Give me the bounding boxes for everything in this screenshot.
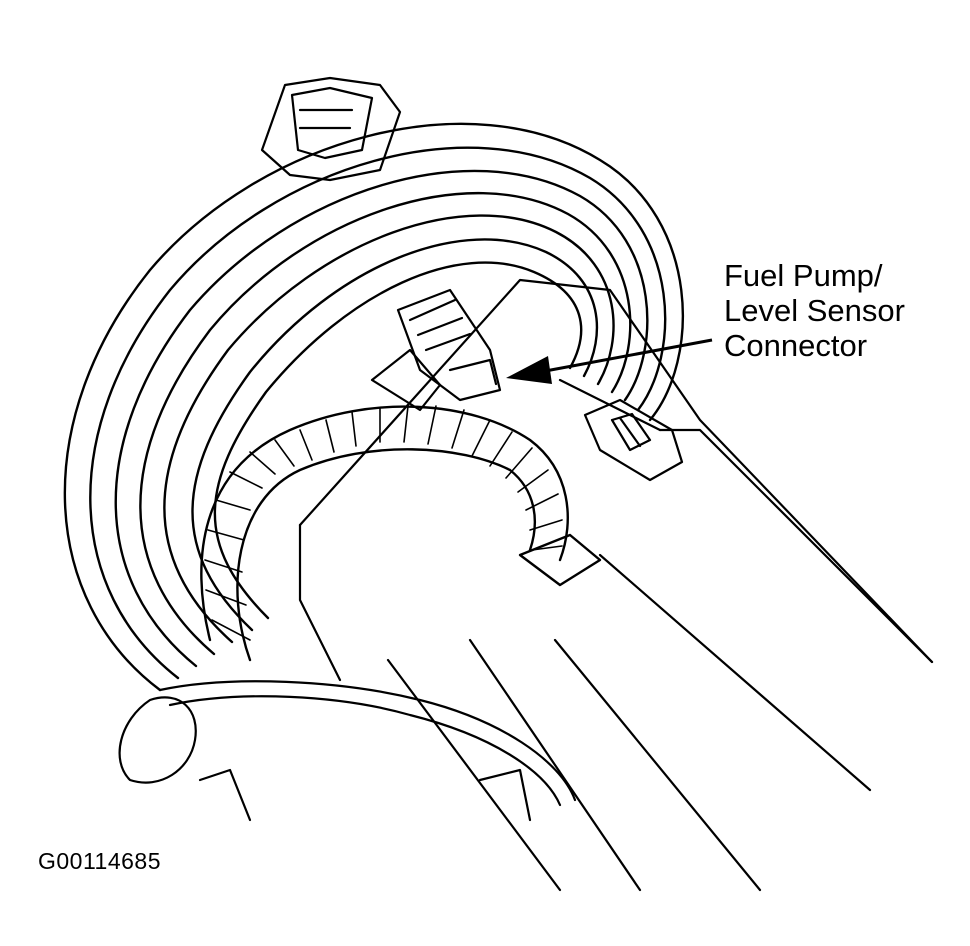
side-latch-connector	[583, 398, 684, 482]
callout-arrow	[506, 338, 713, 384]
callout-line-1: Fuel Pump/	[724, 258, 883, 293]
module-body	[298, 278, 934, 892]
callout-line-2: Level Sensor	[724, 293, 905, 328]
mounting-ring	[63, 122, 685, 692]
lower-wire-clip	[118, 680, 577, 822]
level-sensor-connector	[370, 288, 502, 412]
callout-line-3: Connector	[724, 328, 868, 363]
top-connector-housing	[260, 76, 402, 182]
wiring-harness	[200, 405, 602, 662]
callout-label: Fuel Pump/ Level Sensor Connector	[724, 258, 905, 363]
figure-id: G00114685	[38, 848, 162, 874]
